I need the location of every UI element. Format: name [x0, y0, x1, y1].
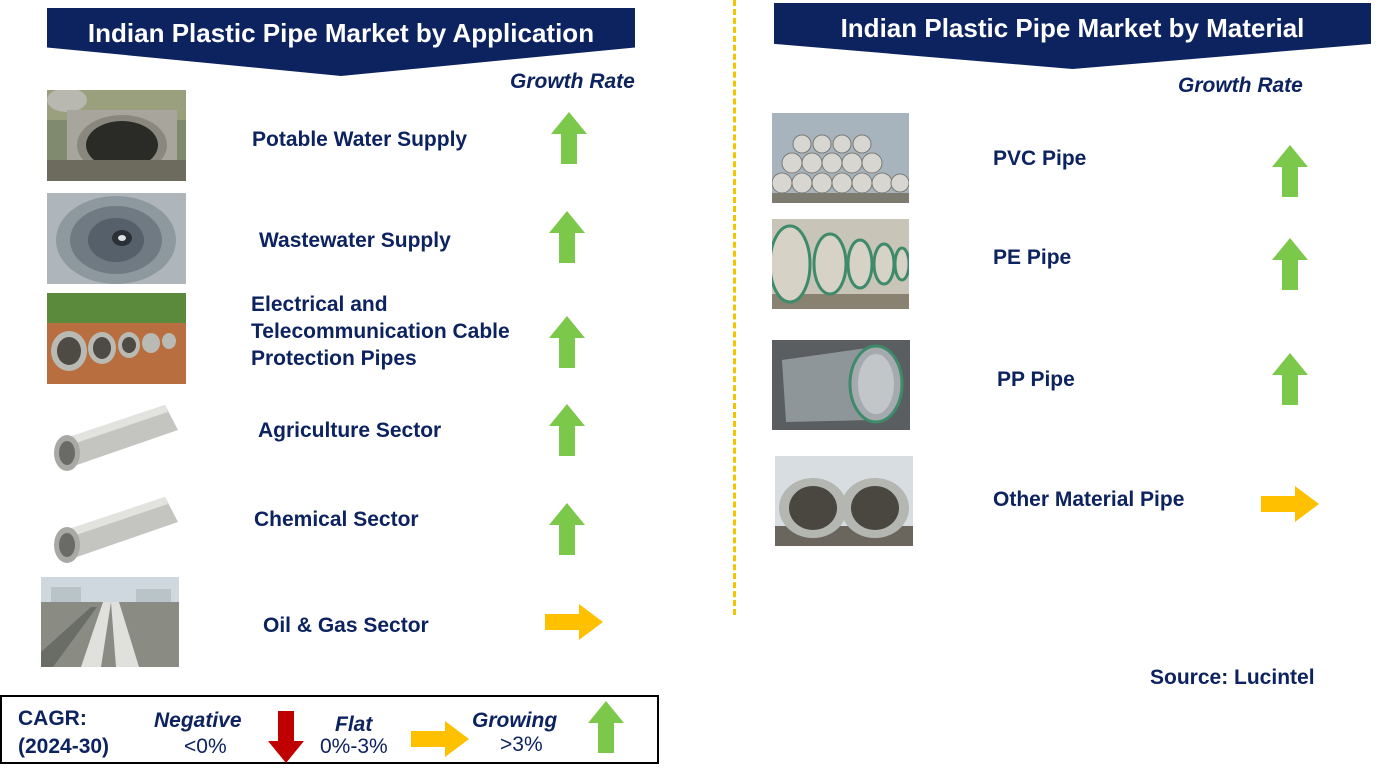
- legend-negative-label: Negative: [154, 709, 242, 732]
- large-pipe-photo: [772, 340, 910, 430]
- source-credit: Source: Lucintel: [1150, 666, 1315, 689]
- application-title-text: Indian Plastic Pipe Market by Applicatio…: [87, 18, 595, 48]
- application-growth-rate-header: Growth Rate: [510, 70, 635, 93]
- single-pipe-photo: [50, 492, 182, 564]
- section-divider: [733, 0, 736, 615]
- growing-arrow-icon: [588, 701, 624, 753]
- growing-arrow-icon: [549, 211, 585, 263]
- application-label-oil-gas: Oil & Gas Sector: [263, 614, 429, 637]
- growing-arrow-icon: [549, 503, 585, 555]
- row-of-pipes-photo: [772, 219, 909, 309]
- growing-arrow-icon: [549, 316, 585, 368]
- pipe-interior-photo: [47, 193, 186, 284]
- negative-arrow-icon: [268, 711, 304, 763]
- material-title-text: Indian Plastic Pipe Market by Material: [840, 13, 1305, 43]
- single-pipe-photo: [50, 400, 182, 472]
- material-label-pvc: PVC Pipe: [993, 147, 1087, 170]
- pipeline-photo: [41, 577, 179, 667]
- material-label-pe: PE Pipe: [993, 246, 1072, 269]
- application-label-potable-water: Potable Water Supply: [252, 128, 468, 151]
- twin-pipes-photo: [775, 456, 913, 546]
- legend-cagr-period: (2024-30): [18, 735, 110, 758]
- flat-arrow-icon: [1261, 486, 1319, 522]
- growing-arrow-icon: [1272, 238, 1308, 290]
- label-line: Protection Pipes: [251, 347, 417, 370]
- application-label-agriculture: Agriculture Sector: [258, 419, 442, 442]
- growing-arrow-icon: [1272, 353, 1308, 405]
- cagr-legend: CAGR: (2024-30) Negative <0% Flat 0%-3% …: [0, 695, 659, 764]
- legend-growing-label: Growing: [472, 709, 558, 732]
- growing-arrow-icon: [1272, 145, 1308, 197]
- legend-flat-range: 0%-3%: [320, 735, 388, 758]
- application-label-electrical: Electrical and Telecommunication Cable P…: [251, 291, 510, 372]
- growing-arrow-icon: [551, 112, 587, 164]
- legend-cagr-label: CAGR:: [18, 707, 87, 730]
- material-label-other: Other Material Pipe: [993, 488, 1185, 511]
- material-section-title: Indian Plastic Pipe Market by Material: [774, 3, 1371, 69]
- application-label-chemical: Chemical Sector: [254, 508, 419, 531]
- legend-negative-range: <0%: [184, 735, 227, 758]
- legend-growing-range: >3%: [500, 733, 543, 756]
- legend-flat-label: Flat: [335, 713, 373, 736]
- label-line: Telecommunication Cable: [251, 320, 510, 343]
- application-section-title: Indian Plastic Pipe Market by Applicatio…: [47, 8, 635, 76]
- pipes-on-site-photo: [47, 293, 186, 384]
- label-line: Electrical and: [251, 293, 388, 316]
- application-label-wastewater: Wastewater Supply: [259, 229, 451, 252]
- stacked-pipes-photo: [772, 113, 909, 203]
- flat-arrow-icon: [411, 721, 469, 757]
- growing-arrow-icon: [549, 404, 585, 456]
- flat-arrow-icon: [545, 604, 603, 640]
- material-growth-rate-header: Growth Rate: [1178, 74, 1303, 97]
- material-label-pp: PP Pipe: [997, 368, 1075, 391]
- concrete-pipe-photo: [47, 90, 186, 181]
